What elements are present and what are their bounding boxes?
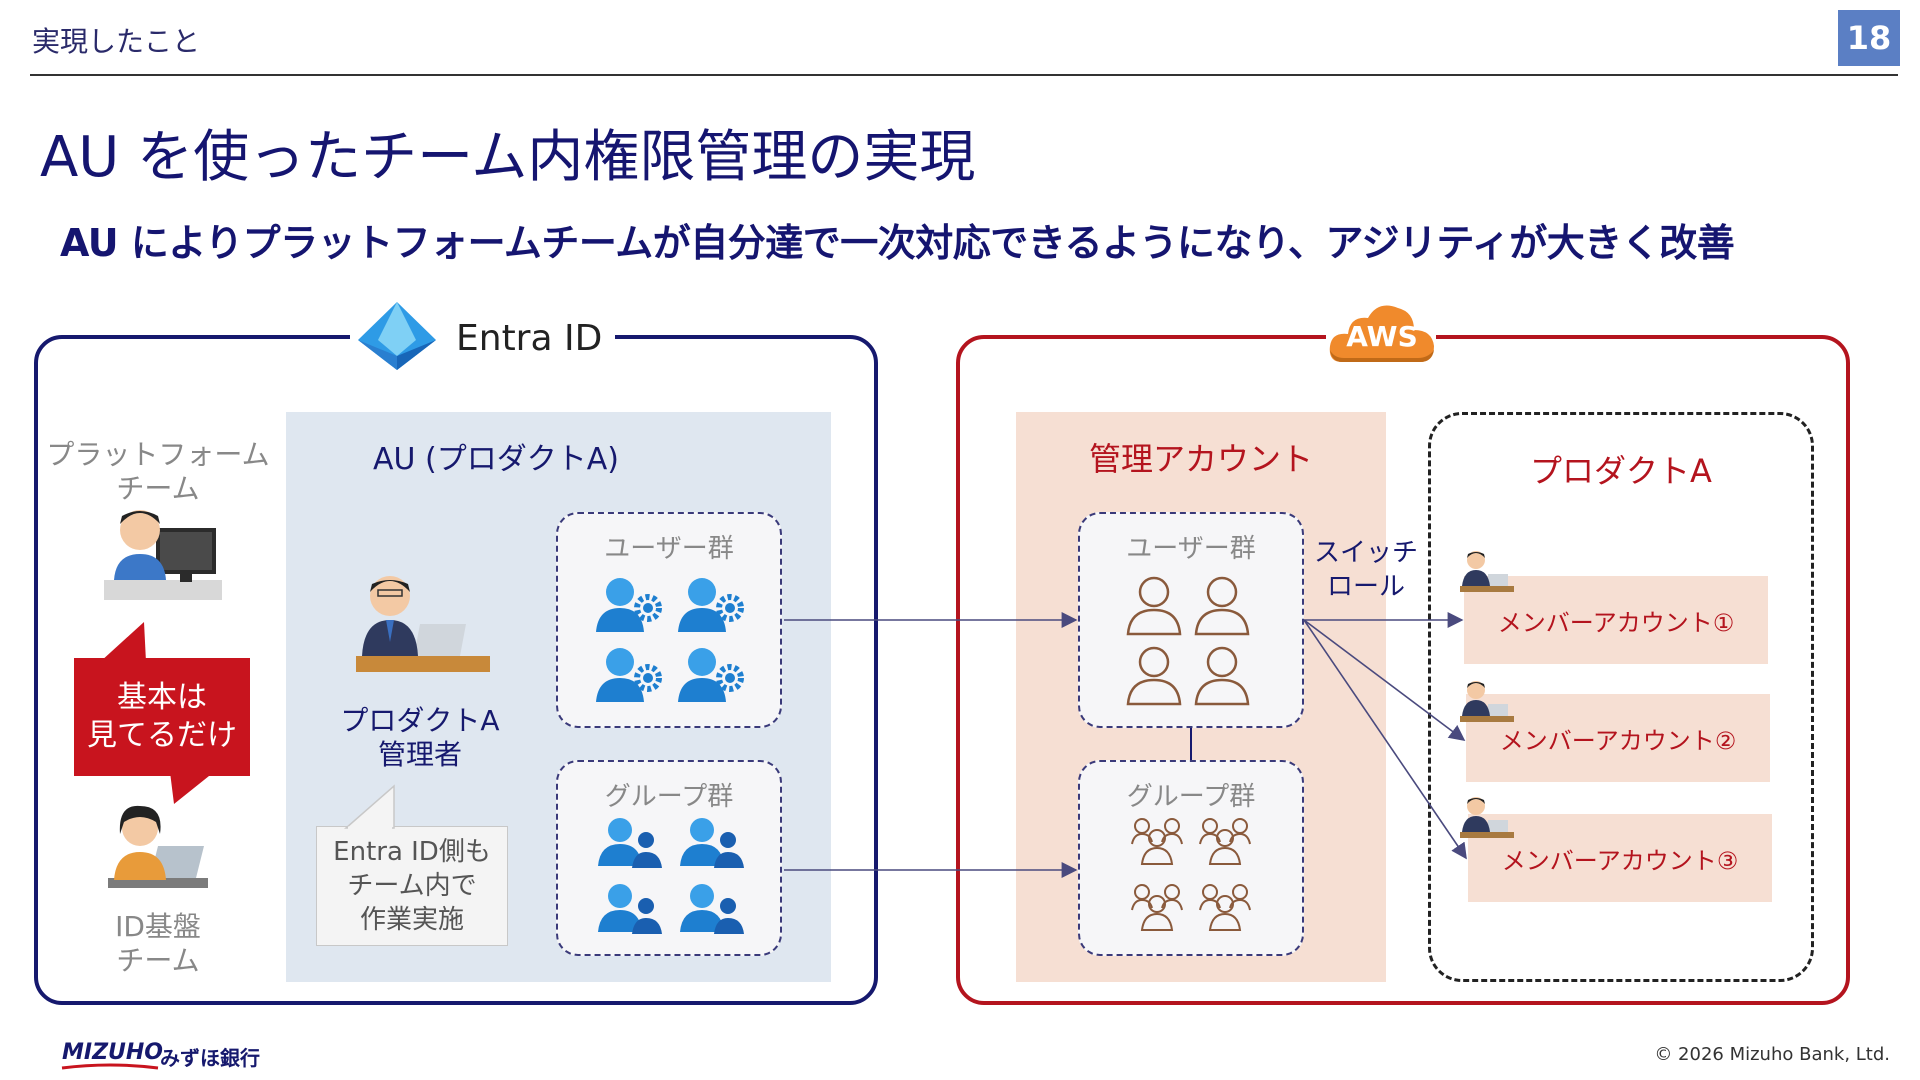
member-account-2: メンバーアカウント② — [1466, 694, 1770, 782]
view-only-callout: 基本は 見てるだけ — [74, 658, 250, 776]
slide-subtitle: AU によりプラットフォームチームが自分達で一次対応できるようになり、アジリティ… — [60, 221, 1735, 265]
header-divider — [30, 74, 1898, 76]
arrow-switch-role-2 — [1303, 619, 1466, 741]
callout-tail-up — [100, 622, 146, 662]
platform-team-label: プラットフォーム チーム — [46, 438, 270, 505]
page-number: 18 — [1838, 10, 1900, 66]
id-team-label: ID基盤 チーム — [115, 910, 201, 977]
entra-id-label: Entra ID — [456, 318, 603, 359]
mizuho-logo-swoosh-icon — [61, 1063, 159, 1070]
callout-tail-down — [170, 772, 214, 804]
group-link-line — [1190, 728, 1192, 762]
entra-note-box: Entra ID側も チーム内で 作業実施 — [316, 826, 508, 946]
copyright: © 2026 Mizuho Bank, Ltd. — [1654, 1044, 1890, 1065]
product-admin-label: プロダクトA 管理者 — [340, 704, 500, 771]
product-admin-person-icon — [356, 576, 490, 672]
au-label: AU (プロダクトA) — [373, 442, 619, 477]
management-account-label: 管理アカウント — [1088, 440, 1313, 478]
id-team-person-icon — [108, 805, 208, 888]
slide-title: AU を使ったチーム内権限管理の実現 — [40, 125, 976, 190]
entra-user-group-box: ユーザー群 — [556, 512, 782, 728]
member-account-3: メンバーアカウント③ — [1468, 814, 1772, 902]
arrow-switch-role-3 — [1303, 619, 1467, 860]
note-tail — [344, 784, 395, 830]
entra-id-logo-icon — [358, 302, 436, 370]
switch-role-label: スイッチ ロール — [1313, 538, 1418, 602]
section-title: 実現したこと — [32, 25, 201, 58]
product-a-label: プロダクトA — [1530, 452, 1712, 490]
aws-logo-text: AWS — [1346, 320, 1418, 353]
platform-team-person-icon — [104, 510, 222, 600]
aws-cloud-logo-icon — [1329, 305, 1434, 362]
footer-logo-jp: みずほ銀行 — [160, 1046, 260, 1070]
member-account-1: メンバーアカウント① — [1464, 576, 1768, 664]
aws-group-group-box: グループ群 — [1078, 760, 1304, 956]
product-a-area — [1428, 412, 1814, 982]
aws-user-group-box: ユーザー群 — [1078, 512, 1304, 728]
footer-logo-en: MIZUHO — [62, 1040, 164, 1065]
entra-group-group-box: グループ群 — [556, 760, 782, 956]
